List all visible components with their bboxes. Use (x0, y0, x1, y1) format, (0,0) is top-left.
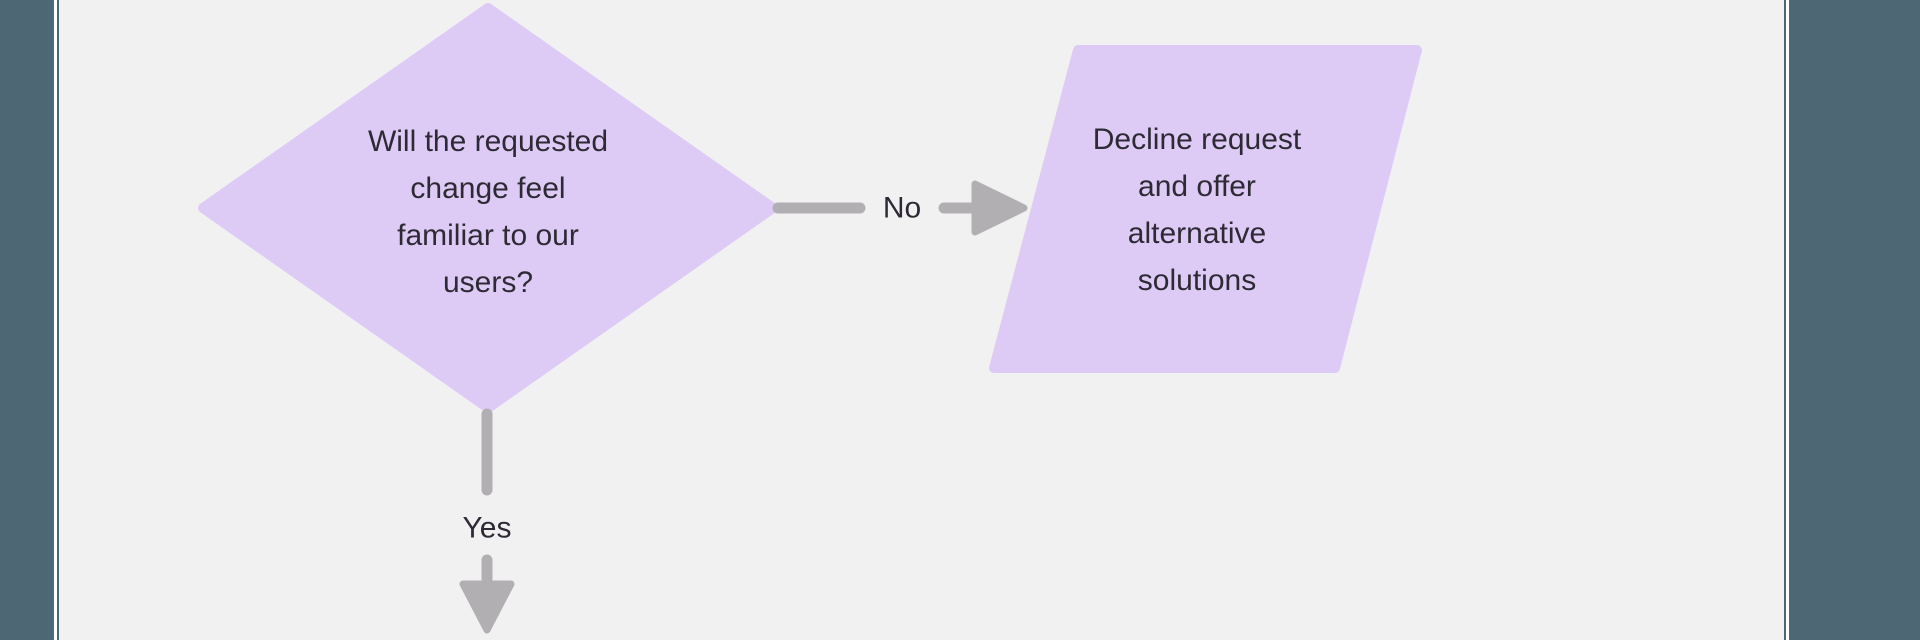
yes-connector-arrowhead-icon[interactable] (459, 580, 515, 634)
left-edge-bar (0, 0, 54, 640)
right-edge-bar (1789, 0, 1920, 640)
right-edge-hairline (1784, 0, 1786, 640)
left-edge-hairline (57, 0, 59, 640)
no-connector-arrowhead-icon[interactable] (971, 180, 1028, 236)
left-edge-gap (54, 0, 57, 640)
outcome-parallelogram-shape[interactable] (989, 45, 1422, 373)
decision-diamond-shape[interactable] (198, 3, 778, 413)
right-edge-gap (1786, 0, 1789, 640)
